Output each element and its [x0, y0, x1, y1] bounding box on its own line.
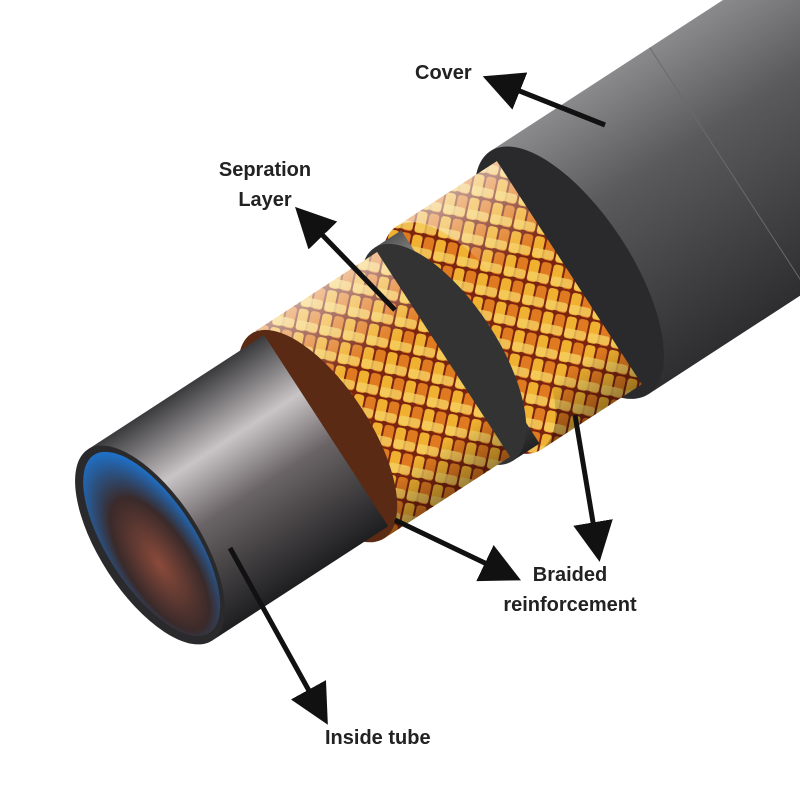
- cover-arrow: [482, 72, 606, 128]
- inside-tube-label: Inside tube: [325, 727, 431, 749]
- braided-label-line2: reinforcement: [503, 594, 637, 616]
- separation-label-line1: Sepration: [218, 159, 312, 181]
- separation-arrow: [295, 206, 397, 312]
- inside-tube: [75, 335, 389, 645]
- braided-reinforcement-label: Braided reinforcement: [490, 560, 650, 620]
- braided-arrow-1: [393, 517, 522, 582]
- braided-arrow-2: [572, 414, 613, 562]
- braided-label-line1: Braided: [532, 564, 608, 586]
- separation-layer-label: Sepration Layer: [210, 155, 320, 215]
- cover-label: Cover: [415, 62, 472, 84]
- inside-tube-arrow: [227, 546, 328, 725]
- separation-label-line2: Layer: [238, 189, 292, 211]
